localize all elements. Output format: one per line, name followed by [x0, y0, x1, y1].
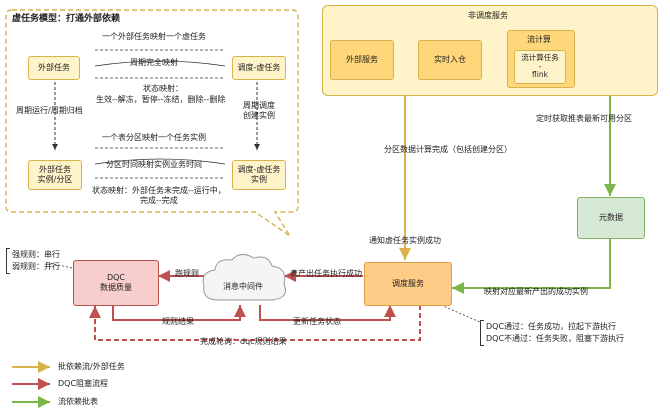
rule-note: 强规则：串行 弱规则：并行 [12, 250, 60, 271]
non-sched-title: 非调度服务 [468, 11, 508, 20]
realtime-ingest-box: 实时入仓 [418, 40, 482, 80]
dqc-box: DQC 数据质量 [73, 260, 159, 306]
legend-label-dqc: DQC阻塞流程 [58, 379, 109, 388]
dqc-label: DQC 数据质量 [100, 273, 132, 292]
dqc-note-bracket [480, 320, 484, 346]
partition-map-text: 一个表分区映射一个任务实例 [102, 133, 206, 142]
cycle-right-text: 周期调度 创建实例 [243, 101, 275, 120]
rule-note-bracket [6, 248, 10, 274]
dqc-note: DQC通过：任务成功，拉起下游执行 DQC不通过：任务失败，阻塞下游执行 [486, 322, 625, 343]
model-panel-title: 虚任务模型：打通外部依赖 [12, 14, 121, 24]
edge-map-instance: 映射对应最新产出的成功实例 [484, 287, 588, 296]
realtime-ingest-label: 实时入仓 [434, 55, 466, 64]
edge-run-rule: 跑规则 [175, 269, 199, 278]
scheduler-label: 调度服务 [392, 279, 424, 288]
external-instance-box: 外部任务 实例/分区 [28, 160, 82, 190]
edge-table-output: 表产出任务执行成功 [290, 269, 362, 278]
stream-task-label: 流计算任务 - flink [521, 53, 559, 80]
edge-rule-result: 规则结果 [162, 317, 194, 326]
stream-task-box: 流计算任务 - flink [514, 50, 566, 84]
external-task-box: 外部任务 [28, 56, 80, 80]
partition-time-text: 分区时间映射实例业务时间 [106, 160, 202, 169]
virtual-task-box: 调度-虚任务 [232, 56, 286, 80]
legend-label-stream: 流依赖批表 [58, 397, 98, 406]
edge-update-status: 更新任务状态 [293, 317, 341, 326]
virtual-task-label: 调度-虚任务 [237, 63, 281, 72]
edge-notify-virtual: 通知虚任务实例成功 [369, 236, 441, 245]
period-map-text: 周期完全映射 [130, 58, 178, 67]
virtual-instance-label: 调度-虚任务 实例 [237, 165, 281, 184]
external-service-box: 外部服务 [330, 40, 394, 80]
legend-label-batch: 批依赖流/外部任务 [58, 362, 125, 371]
virtual-instance-box: 调度-虚任务 实例 [232, 160, 286, 190]
metadata-box: 元数据 [577, 197, 645, 239]
external-instance-label: 外部任务 实例/分区 [37, 165, 73, 184]
scheduler-box: 调度服务 [364, 262, 452, 306]
edge-poll: 完成轮询：dqc规则结果 [200, 337, 287, 346]
external-service-label: 外部服务 [346, 55, 378, 64]
external-task-label: 外部任务 [38, 63, 70, 72]
metadata-label: 元数据 [599, 213, 623, 222]
map-one-text: 一个外部任务映射一个虚任务 [102, 32, 206, 41]
cycle-left-text: 周期运行/周期归档 [16, 106, 83, 115]
status-map-body: 生效--解冻，暂停--冻结，删除--删除 [96, 95, 226, 104]
mq-label: 消息中间件 [223, 282, 263, 291]
state-map2-text: 状态映射：外部任务未完成--运行中， 完成--完成 [92, 186, 226, 205]
edge-fetch-partition: 定时获取推表最新可用分区 [536, 114, 632, 123]
stream-compute-title: 流计算 [527, 35, 551, 44]
edge-partition-done: 分区数据计算完成（包括创建分区） [384, 145, 512, 154]
status-map-title: 状态映射： [143, 84, 183, 93]
